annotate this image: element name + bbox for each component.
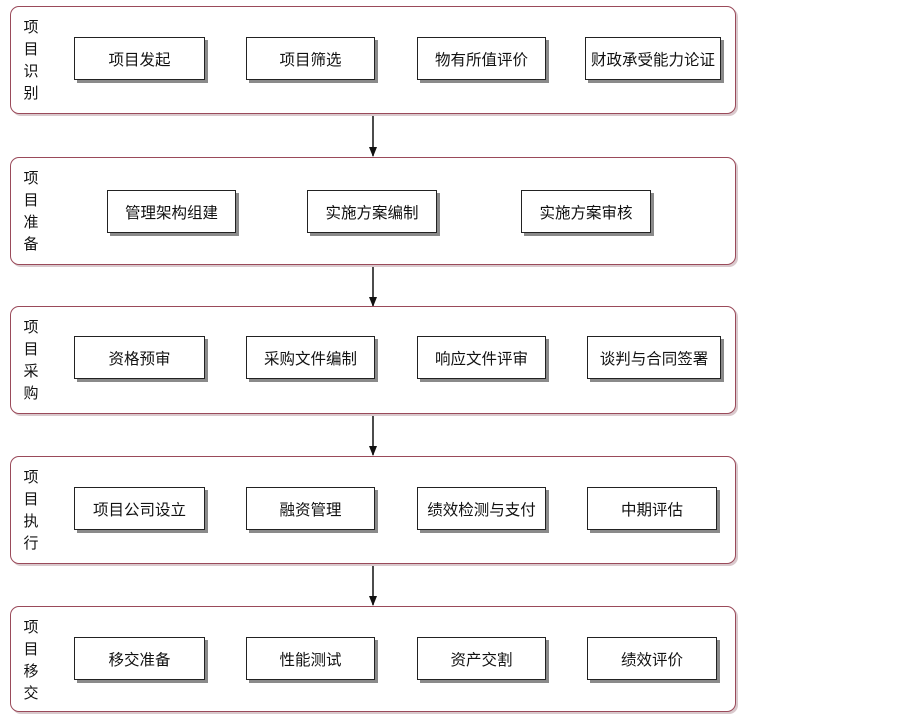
phase-title: 项 目 准 备 — [23, 169, 39, 253]
step-box: 项目筛选 — [246, 37, 375, 80]
step-box: 资产交割 — [417, 637, 546, 680]
step-box: 项目公司设立 — [74, 487, 205, 530]
step-box: 物有所值评价 — [417, 37, 546, 80]
step-box: 实施方案审核 — [521, 190, 651, 233]
step-box: 性能测试 — [246, 637, 375, 680]
step-box: 绩效检测与支付 — [417, 487, 546, 530]
step-box: 财政承受能力论证 — [585, 37, 721, 80]
step-box: 管理架构组建 — [107, 190, 236, 233]
step-box: 采购文件编制 — [246, 336, 375, 379]
phase-title: 项 目 执 行 — [23, 468, 39, 552]
step-box: 融资管理 — [246, 487, 375, 530]
step-box: 谈判与合同签署 — [587, 336, 721, 379]
step-box: 资格预审 — [74, 336, 205, 379]
phase-title: 项 目 移 交 — [23, 618, 39, 702]
step-box: 移交准备 — [74, 637, 205, 680]
step-box: 绩效评价 — [587, 637, 717, 680]
phase-title: 项 目 采 购 — [23, 318, 39, 402]
step-box: 中期评估 — [587, 487, 717, 530]
step-box: 项目发起 — [74, 37, 205, 80]
step-box: 实施方案编制 — [307, 190, 437, 233]
step-box: 响应文件评审 — [417, 336, 546, 379]
phase-title: 项 目 识 别 — [23, 18, 39, 102]
